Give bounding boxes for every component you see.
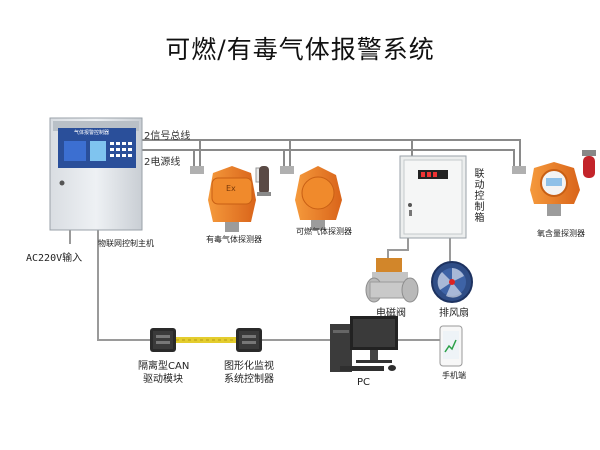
can-module-label-line1: 隔离型CAN — [138, 361, 190, 372]
power-input-label: AC220V输入 — [26, 253, 83, 264]
diagram-title: 可燃/有毒气体报警系统 — [165, 35, 435, 64]
toxic-detector-device — [190, 166, 271, 232]
monitor-label-line1: 图形化监视 — [224, 361, 274, 372]
linkage-output-wires — [387, 238, 451, 262]
combustible-detector-label: 可燃气体探测器 — [296, 227, 352, 236]
power-bus-wire — [140, 149, 515, 168]
phone-label: 手机端 — [442, 371, 466, 380]
exhaust-fan-label: 排风扇 — [439, 308, 469, 319]
oxygen-detector-label: 氧含量探测器 — [537, 229, 585, 238]
toxic-detector-label: 有毒气体探测器 — [206, 235, 262, 244]
controller-panel-title: 气体报警控制器 — [74, 130, 110, 136]
phone-device — [439, 325, 463, 367]
pc-label: PC — [357, 377, 371, 388]
pc-device — [330, 316, 398, 372]
oxygen-detector-device — [512, 150, 596, 216]
monitor-controller-device — [236, 328, 262, 352]
controller-to-can-wire — [97, 228, 150, 341]
controller-caption: 物联网控制主机 — [98, 239, 154, 248]
signal-bus-label: 2信号总线 — [144, 131, 191, 142]
monitor-label-line2: 系统控制器 — [224, 374, 274, 385]
can-module-device — [150, 328, 176, 352]
combustible-detector-device — [280, 166, 342, 230]
power-bus-label: 2电源线 — [144, 157, 181, 168]
solenoid-valve-device — [365, 258, 419, 303]
exhaust-fan-device — [431, 261, 473, 303]
controller-host — [49, 117, 143, 231]
linkage-control-box — [399, 155, 467, 239]
solenoid-valve-label: 电磁阀 — [376, 308, 406, 319]
linkage-box-label: 联动控制箱 — [472, 168, 483, 223]
can-module-label-line2: 驱动模块 — [143, 374, 183, 385]
detector-ex-mark: Ex — [226, 184, 236, 193]
